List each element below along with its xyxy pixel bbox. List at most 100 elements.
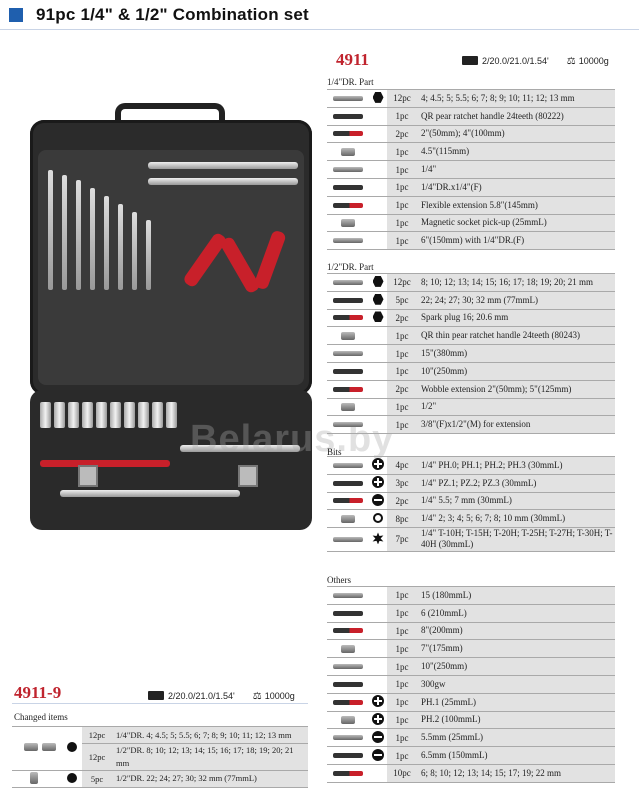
phillips-icon: [372, 458, 384, 471]
desc-cell: 1/4" 2; 3; 4; 5; 6; 7; 8; 10 mm (30mmL): [417, 509, 615, 528]
wrench-icon: [76, 180, 81, 290]
case-latch: [238, 465, 258, 487]
desc-cell: 15"(380mm): [417, 344, 615, 363]
tool-thumbnail-icon: [341, 147, 355, 156]
tool-thumbnail-icon: [341, 644, 355, 653]
slotted-icon: [372, 748, 384, 761]
desc-cell: 1/2": [417, 397, 615, 416]
qty-cell: 1pc: [387, 361, 417, 381]
extension-bar-icon: [60, 490, 240, 497]
desc-cell: QR pear ratchet handle 24teeth (80222): [417, 106, 615, 126]
hex-socket-icon: [372, 293, 384, 305]
tool-thumbnail-icon: [333, 386, 363, 392]
section-label-half: 1/2"DR. Part: [327, 262, 374, 272]
qty-cell: 1pc: [387, 177, 417, 197]
qty-cell: 1pc: [387, 746, 417, 765]
desc-cell: 22; 24; 27; 30; 32 mm (77mmL): [417, 290, 615, 310]
tool-thumbnail-icon: [333, 238, 363, 244]
desc-cell: 1/4" PZ.1; PZ.2; PZ.3 (30mmL): [417, 473, 615, 493]
tool-thumbnail-icon: [333, 131, 363, 137]
qty-cell: 5pc: [82, 769, 112, 788]
tool-thumbnail-icon: [333, 279, 363, 285]
deep-socket-icon: [30, 771, 38, 784]
socket-icon: [68, 402, 79, 428]
section-label-bits: Bits: [327, 447, 342, 457]
table-row: 12pc 1/2"DR. 8; 10; 12; 13; 14; 15; 16; …: [12, 743, 308, 770]
changed-items-label: Changed items: [14, 712, 68, 722]
desc-cell: 300gw: [417, 674, 615, 694]
qty-cell: 12pc: [82, 743, 112, 770]
tool-thumbnail-icon: [341, 715, 355, 724]
section-label-others: Others: [327, 575, 351, 585]
qty-cell: 1pc: [387, 586, 417, 605]
qty-cell: 2pc: [387, 379, 417, 399]
tool-thumbnail-icon: [333, 167, 363, 173]
desc-cell: 1/4" 5.5; 7 mm (30mmL): [417, 491, 615, 510]
hex-socket-icon: [372, 275, 384, 287]
tool-thumbnail-icon: [333, 202, 363, 208]
qty-cell: 1pc: [387, 639, 417, 658]
qty-cell: 12pc: [82, 726, 112, 744]
wrench-icon: [104, 196, 109, 290]
qty-cell: 1pc: [387, 326, 417, 345]
qty-cell: 1pc: [387, 160, 417, 179]
product-photo: [20, 100, 316, 530]
tool-thumbnail-icon: [333, 681, 363, 687]
qty-cell: 1pc: [387, 728, 417, 747]
tool-thumbnail-icon: [333, 592, 363, 598]
desc-cell: Spark plug 16; 20.6 mm: [417, 308, 615, 327]
case-base: [30, 390, 312, 530]
carton-icon: [148, 691, 164, 700]
desc-cell: 6; 8; 10; 12; 13; 14; 15; 17; 19; 22 mm: [417, 763, 615, 783]
screwdriver-icon: [148, 178, 298, 185]
qty-cell: 2pc: [387, 124, 417, 143]
screwdriver-icon: [148, 162, 298, 169]
tool-thumbnail-icon: [333, 95, 363, 101]
scale-icon: ⚖: [252, 691, 262, 702]
tool-thumbnail-icon: [333, 297, 363, 303]
qty-cell: 8pc: [387, 509, 417, 528]
desc-cell: 1/4": [417, 160, 615, 179]
desc-cell: PH.1 (25mmL): [417, 692, 615, 712]
desc-cell: 8; 10; 12; 13; 14; 15; 16; 17; 18; 19; 2…: [417, 273, 615, 292]
qty-cell: 1pc: [387, 692, 417, 712]
desc-cell: 1/4"DR.x1/4"(F): [417, 177, 615, 197]
tool-thumbnail-icon: [333, 498, 363, 504]
wrench-icon: [146, 220, 151, 290]
qty-cell: 3pc: [387, 473, 417, 493]
slotted-icon: [372, 493, 384, 506]
qty-cell: 5pc: [387, 290, 417, 310]
desc-cell: 10"(250mm): [417, 361, 615, 381]
desc-cell: 6 (210mmL): [417, 603, 615, 623]
tool-thumbnail-icon: [341, 331, 355, 340]
desc-cell: 10"(250mm): [417, 657, 615, 676]
desc-cell: 6.5mm (150mmL): [417, 746, 615, 765]
qty-cell: 1pc: [387, 231, 417, 251]
desc-cell: 1/4" T-10H; T-15H; T-20H; T-25H; T-27H; …: [417, 527, 615, 552]
section-label-quarter: 1/4"DR. Part: [327, 77, 374, 87]
wrench-icon: [62, 175, 67, 290]
slotted-icon: [372, 730, 384, 743]
socket-icon: [82, 402, 93, 428]
package-specs: 2/20.0/21.0/1.54'⚖10000g: [462, 56, 609, 67]
desc-cell: 4.5"(115mm): [417, 142, 615, 161]
tool-thumbnail-icon: [333, 184, 363, 190]
